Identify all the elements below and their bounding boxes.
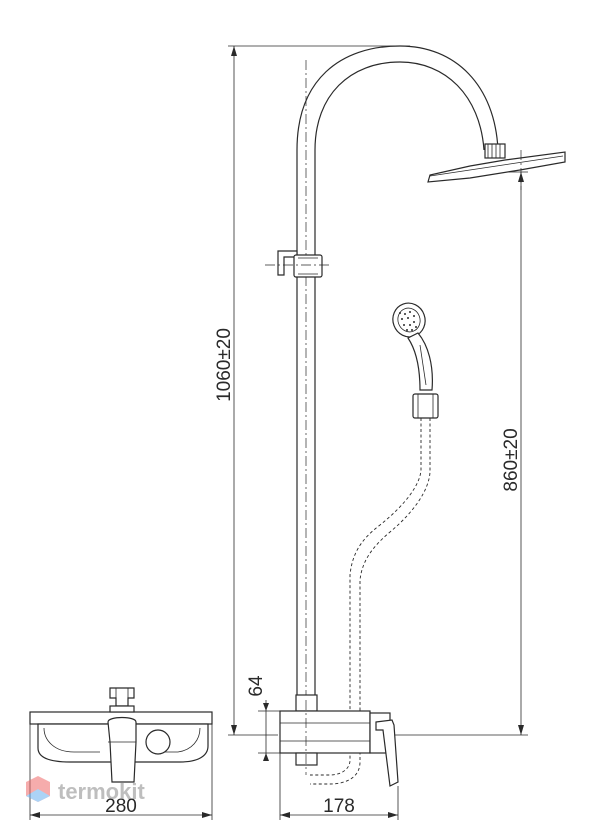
total-height-dimension: 1060±20 [214, 45, 410, 736]
head-height-dimension: 860±20 [395, 171, 528, 736]
mixer-front-view [29, 687, 213, 783]
brand-logo: termokit [26, 776, 145, 804]
riser-pipe [296, 45, 499, 700]
mixer-height-label: 64 [246, 675, 267, 697]
head-height-label: 860±20 [501, 428, 522, 491]
mixer-height-dimension: 64 [246, 675, 280, 761]
mixer-width-label: 280 [105, 796, 137, 817]
shower-hose [310, 418, 431, 785]
hand-shower [392, 302, 439, 419]
brand-logo-text: termokit [58, 779, 145, 804]
mixer-width-dimension: 280 [29, 724, 213, 820]
overhead-shower-head [427, 143, 566, 190]
mixer-depth-label: 178 [323, 796, 355, 817]
wall-bracket [265, 250, 330, 278]
mixer-depth-dimension: 178 [279, 753, 399, 820]
mixer-side-view [279, 694, 399, 787]
total-height-label: 1060±20 [214, 328, 235, 402]
